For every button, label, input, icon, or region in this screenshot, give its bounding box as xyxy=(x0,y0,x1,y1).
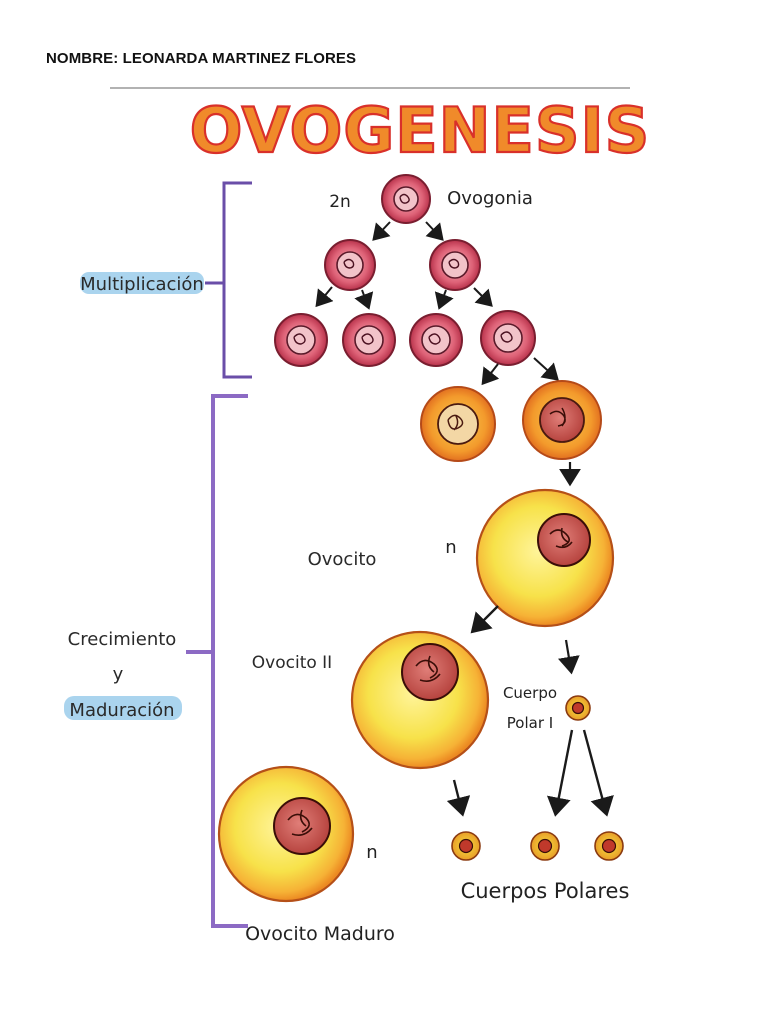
arrow xyxy=(481,363,500,386)
arrow xyxy=(372,221,391,241)
ploidy-2n-label: 2n xyxy=(329,192,351,212)
polar-bodies-label: Cuerpos Polares xyxy=(461,879,630,903)
polar-body-1 xyxy=(565,695,591,721)
multiplication-label: Multiplicación xyxy=(80,274,204,295)
multiplication-bracket xyxy=(205,181,252,379)
arrow xyxy=(425,221,444,241)
mature-oocyte xyxy=(217,765,355,903)
oogonia-label: Ovogonia xyxy=(447,188,533,209)
arrow xyxy=(546,729,574,817)
ploidy-n-mature: n xyxy=(366,842,377,863)
growing-oocyte xyxy=(420,386,496,462)
growth-label-line2: y xyxy=(113,664,124,685)
oogonia-cell xyxy=(274,313,328,367)
arrow xyxy=(557,639,580,675)
arrow xyxy=(315,286,334,308)
arrow xyxy=(473,287,493,307)
growth-bracket xyxy=(186,394,248,928)
student-name: NOMBRE: LEONARDA MARTINEZ FLORES xyxy=(46,50,357,67)
primary-oocyte xyxy=(475,488,615,628)
oogonia-cell xyxy=(324,239,376,291)
oocyte-label: Ovocito xyxy=(308,549,377,570)
arrow xyxy=(582,729,614,817)
ploidy-n-oocyte: n xyxy=(445,537,456,558)
growing-oocyte xyxy=(522,380,602,460)
maduration-highlight xyxy=(64,696,182,720)
oogonia-cell xyxy=(429,239,481,291)
arrow xyxy=(446,779,471,817)
growth-label-line1: Crecimiento xyxy=(68,629,177,650)
arrow xyxy=(470,605,499,634)
arrow xyxy=(533,357,559,381)
polar-body xyxy=(451,831,481,861)
polar-body-1-label-line1: Cuerpo xyxy=(503,684,557,702)
multiplication-highlight xyxy=(80,272,204,294)
oogonia-cell xyxy=(342,313,396,367)
secondary-oocyte xyxy=(350,630,490,770)
polar-body xyxy=(530,831,560,861)
mature-oocyte-label: Ovocito Maduro xyxy=(245,923,395,945)
oogonia-cell xyxy=(409,313,463,367)
polar-body-1-label-line2: Polar I xyxy=(507,714,553,732)
diagram-title: OVOGENESIS xyxy=(190,94,651,167)
arrow xyxy=(434,289,454,310)
oogonia-cell xyxy=(381,174,431,224)
oogonia-cell xyxy=(480,310,536,366)
oocyte-2-label: Ovocito II xyxy=(252,653,332,673)
polar-body xyxy=(594,831,624,861)
arrow xyxy=(354,289,374,310)
growth-label-line3: Maduración xyxy=(69,700,174,721)
